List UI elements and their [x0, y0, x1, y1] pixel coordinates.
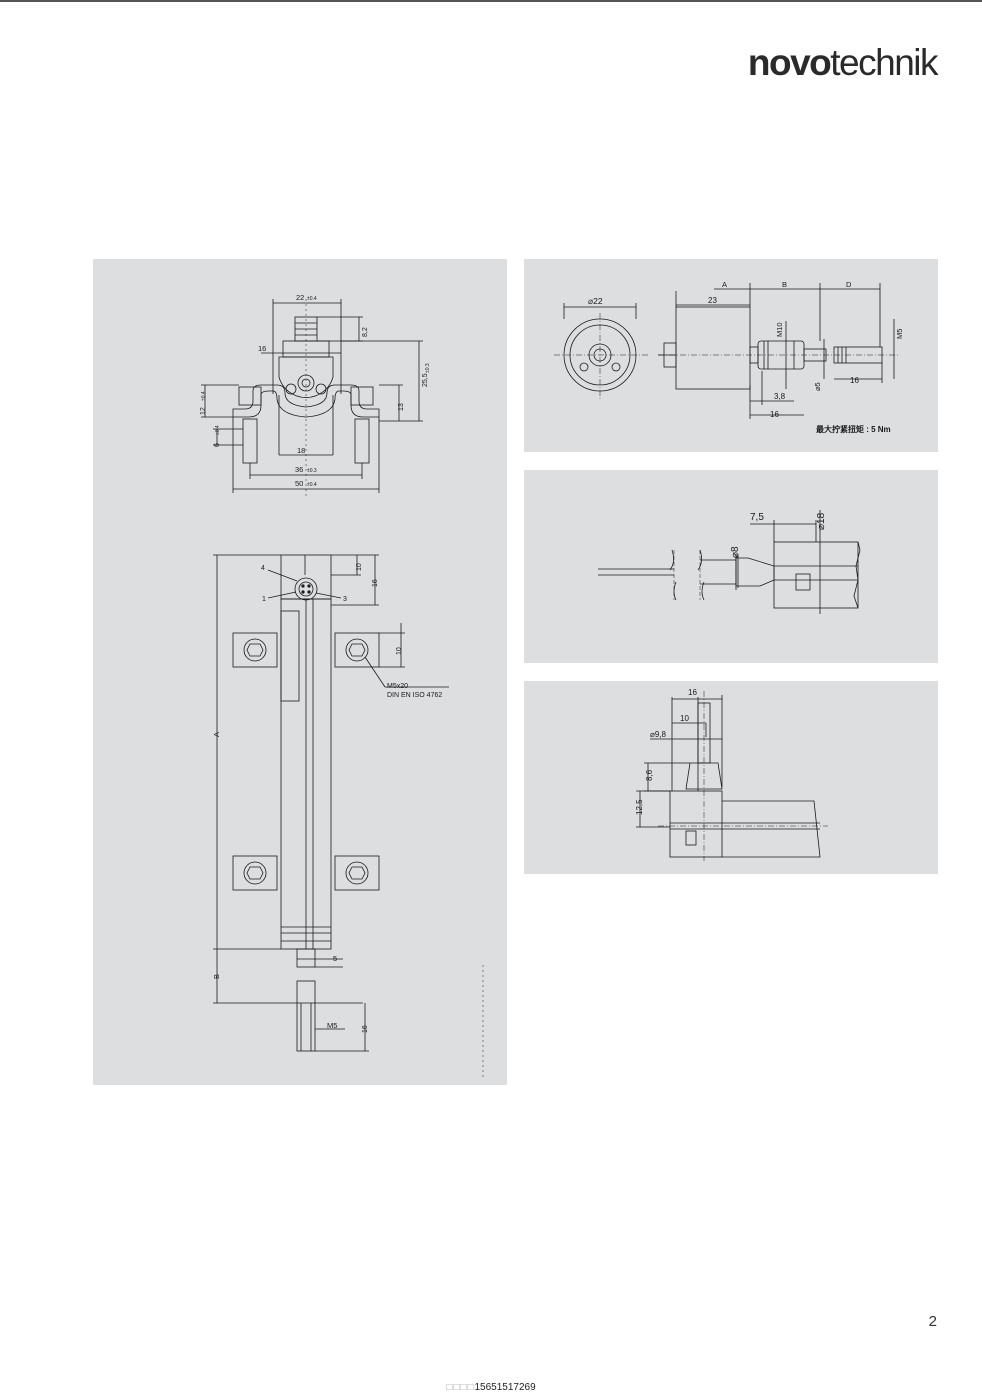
dim-36-tolerance: ±0.3: [307, 468, 317, 474]
dim-50-label: 50: [295, 479, 303, 488]
dim-16-rod-label: 16: [362, 1025, 369, 1033]
screw-standard-label: DIN EN ISO 4762: [387, 692, 442, 699]
dim-6-label: 6: [214, 443, 221, 447]
dim-10-clamp-label: 10: [396, 647, 403, 655]
cable-drawing: 7,5 ⌀18 ⌀8: [598, 510, 861, 614]
column-b-label: B: [782, 280, 787, 289]
dim-16-rod-label: 16: [850, 376, 859, 385]
dim-12-5-label: 12,5: [635, 799, 644, 815]
dim-16-label: 16: [258, 344, 266, 353]
dim-50-tolerance: ±0.4: [307, 482, 317, 488]
dim-22-tolerance: ±0.4: [307, 296, 317, 302]
novotechnik-logo: novotechnik: [747, 42, 939, 83]
dim-8-6-label: 8,6: [645, 769, 654, 781]
dim-36-label: 36: [295, 465, 303, 474]
thread-m5-label: M5: [327, 1021, 337, 1030]
top-rule: [0, 0, 982, 2]
dim-6-tolerance: ±0.4: [215, 425, 221, 435]
dia-9-8-label: ⌀9,8: [650, 730, 667, 739]
dim-22-label: 22: [296, 293, 304, 302]
dia-22-label: ⌀22: [588, 296, 603, 306]
footer-contact: □□□□15651517269: [446, 1382, 536, 1393]
connector-drawing: 16 10 ⌀9,8 8,6 12,5: [635, 688, 828, 861]
dim-10-connector-label: 10: [356, 563, 363, 571]
dimension-b-label: B: [212, 974, 221, 979]
torque-note: 最大拧紧扭矩 : 5 Nm: [816, 424, 891, 434]
page-number: 2: [928, 1313, 937, 1330]
dim-13-label: 13: [398, 403, 405, 411]
dim-5-label: 5: [333, 954, 337, 963]
dim-7-5-label: 7,5: [750, 512, 764, 523]
drawing-panel-connector: 16 10 ⌀9,8 8,6 12,5: [524, 681, 938, 874]
dia-8-label: ⌀8: [730, 546, 741, 558]
dim-16-connector-label: 16: [372, 579, 379, 587]
dia-18-label: ⌀18: [816, 512, 827, 530]
screw-spec-label: M5x20: [387, 683, 408, 690]
dim-10-label: 10: [680, 714, 689, 723]
dim-8-2-label: 8,2: [362, 327, 369, 337]
dim-3-8-label: 3,8: [774, 392, 786, 401]
dim-25-5-label: 25,5: [422, 373, 429, 387]
pin-4-label: 4: [261, 565, 265, 572]
dim-12-label: 12: [200, 407, 207, 415]
dim-23-label: 23: [708, 296, 717, 305]
dim-18-label: 18: [297, 446, 305, 455]
column-a-label: A: [722, 280, 727, 289]
drawing-panel-main: 22 ±0.4 8,2 16 25,5 ±0.3 13 12 ±0.4 6 ±0…: [93, 259, 507, 1085]
rod-end-drawing: ⌀22 A B D 23 M10 M5 ⌀5 16 3,8 16 最大拧紧扭矩 …: [554, 280, 904, 434]
pin-1-label: 1: [262, 596, 266, 603]
dim-16-label: 16: [770, 410, 779, 419]
thread-m5-label: M5: [895, 329, 904, 339]
dim-25-5-tolerance: ±0.3: [425, 363, 431, 373]
drawing-panel-cable: 7,5 ⌀18 ⌀8: [524, 470, 938, 663]
thread-m10-label: M10: [775, 322, 784, 337]
column-d-label: D: [846, 280, 852, 289]
main-technical-drawing: 22 ±0.4 8,2 16 25,5 ±0.3 13 12 ±0.4 6 ±0…: [200, 293, 484, 1079]
dim-16-label: 16: [688, 688, 697, 697]
dia-5-label: ⌀5: [813, 382, 822, 391]
drawing-panel-rod-end: ⌀22 A B D 23 M10 M5 ⌀5 16 3,8 16 最大拧紧扭矩 …: [524, 259, 938, 452]
pin-3-label: 3: [343, 596, 347, 603]
dimension-a-label: A: [212, 732, 221, 737]
dim-12-tolerance: ±0.4: [201, 391, 207, 401]
